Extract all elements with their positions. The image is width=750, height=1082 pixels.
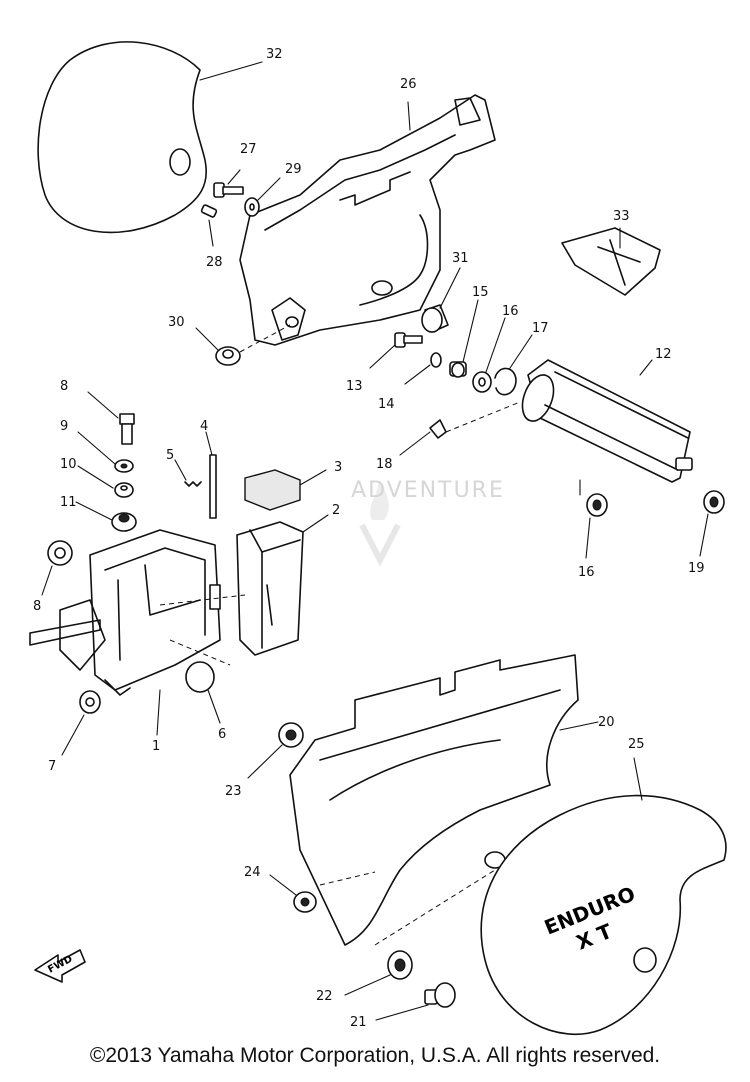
cap-3 xyxy=(244,469,327,511)
part-number-label: 23 xyxy=(225,784,242,799)
part-number-label: 20 xyxy=(598,715,615,730)
grommet-16-upper xyxy=(472,317,506,393)
part-number-label: 8 xyxy=(60,379,68,394)
part-number-label: 11 xyxy=(60,495,77,510)
part-number-label: 25 xyxy=(628,737,645,752)
washer-9 xyxy=(77,431,134,473)
grommet-23 xyxy=(247,722,304,779)
part-number-label: 15 xyxy=(472,285,489,300)
part-number-label: 16 xyxy=(502,304,519,319)
part-number-label: 18 xyxy=(376,457,393,472)
part-number-label: 17 xyxy=(532,321,549,336)
part-number-labels: 32 26 27 29 28 33 31 30 15 16 17 12 13 1… xyxy=(33,47,705,1030)
part-number-label: 3 xyxy=(334,460,342,475)
bracket-1 xyxy=(29,529,246,736)
part-number-label: 22 xyxy=(316,989,333,1004)
part-number-label: 12 xyxy=(655,347,672,362)
battery-box-2 xyxy=(236,514,329,656)
part-number-label: 6 xyxy=(218,727,226,742)
part-number-label: 28 xyxy=(206,255,223,270)
side-panel-upper xyxy=(239,94,496,346)
washer-29 xyxy=(244,177,281,217)
part-number-label: 4 xyxy=(200,419,208,434)
grommet-22 xyxy=(344,869,496,996)
nut-10 xyxy=(77,465,134,498)
watermark-logo xyxy=(359,480,401,567)
part-number-label: 1 xyxy=(152,739,160,754)
grommet-7 xyxy=(61,690,101,756)
part-number-label: 14 xyxy=(378,397,395,412)
grommet-19 xyxy=(699,490,725,557)
part-number-label: 31 xyxy=(452,251,469,266)
part-number-label: 29 xyxy=(285,162,302,177)
part-number-label: 24 xyxy=(244,865,261,880)
spring-5 xyxy=(174,459,202,487)
part-number-label: 13 xyxy=(346,379,363,394)
side-panel-lower xyxy=(289,654,599,946)
part-number-label: 33 xyxy=(613,209,630,224)
tool-box-12 xyxy=(521,359,693,483)
plug-6 xyxy=(185,661,221,724)
collar-15 xyxy=(449,299,479,378)
part-number-label: 16 xyxy=(578,565,595,580)
grommet-16-lower xyxy=(579,479,608,559)
part-number-label: 27 xyxy=(240,142,257,157)
nut-30 xyxy=(195,324,291,366)
grommet-8-left xyxy=(41,540,73,596)
clip-18 xyxy=(399,401,521,456)
emblem-plate-25: ENDURO X T xyxy=(480,757,727,1035)
bolt-13 xyxy=(369,332,423,369)
clamp-17 xyxy=(494,334,533,396)
screw-21 xyxy=(375,982,456,1021)
bolt-8-top xyxy=(87,391,135,445)
part-number-label: 10 xyxy=(60,457,77,472)
washer-14 xyxy=(404,352,442,385)
part-number-label: 7 xyxy=(48,759,56,774)
part-number-label: 26 xyxy=(400,77,417,92)
grommet-11 xyxy=(75,501,137,532)
part-number-label: 8 xyxy=(33,599,41,614)
part-number-label: 30 xyxy=(168,315,185,330)
part-number-label: 9 xyxy=(60,419,68,434)
watermark-text: ADVENTURE xyxy=(351,478,505,503)
forward-arrow: FWD xyxy=(34,949,86,983)
side-cover-plate-upper xyxy=(37,41,263,234)
battery-band-33 xyxy=(561,227,661,296)
part-number-label: 32 xyxy=(266,47,283,62)
grommet-24 xyxy=(269,874,317,913)
rod-4 xyxy=(205,431,217,519)
screw-27 xyxy=(213,169,244,198)
part-number-label: 2 xyxy=(332,503,340,518)
grommet-31 xyxy=(421,267,461,333)
clip-28 xyxy=(200,204,218,247)
part-number-label: 5 xyxy=(166,448,174,463)
part-number-label: 19 xyxy=(688,561,705,576)
copyright-footer: ©2013 Yamaha Motor Corporation, U.S.A. A… xyxy=(89,1044,661,1067)
part-number-label: 21 xyxy=(350,1015,367,1030)
